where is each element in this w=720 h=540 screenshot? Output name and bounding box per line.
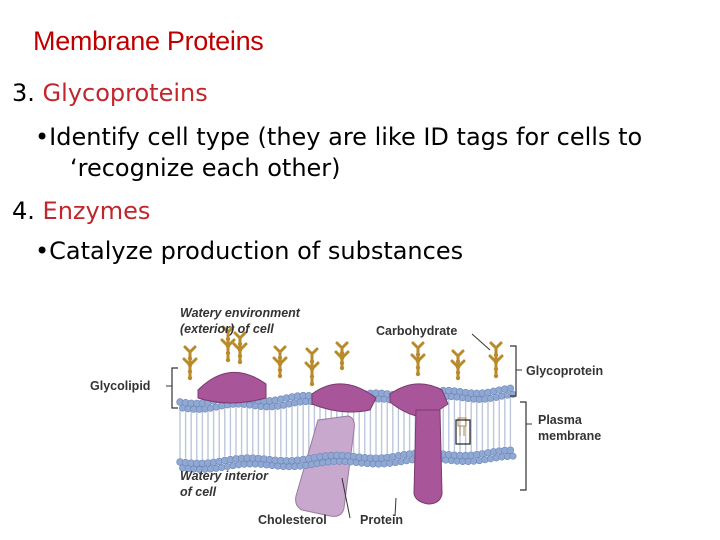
item-enzymes: 4. Enzymes — [12, 197, 150, 225]
slide-title: Membrane Proteins — [33, 26, 264, 56]
label-brackets — [171, 345, 527, 491]
cholesterol-molecule — [457, 417, 467, 436]
bullet-identify-cell-type: •Identify cell type (they are like ID ta… — [35, 123, 643, 151]
label-membrane: membrane — [538, 429, 601, 443]
item-number: 4. — [12, 197, 35, 225]
item-heading: Glycoproteins — [42, 79, 208, 107]
label-exterior-of-cell: (exterior) of cell — [180, 322, 274, 336]
label-watery-environment: Watery environment — [180, 306, 301, 320]
item-heading: Enzymes — [42, 197, 151, 225]
label-carbohydrate: Carbohydrate — [376, 324, 457, 338]
highlight-box — [455, 419, 471, 445]
leader-lines — [166, 333, 532, 519]
label-glycolipid: Glycolipid — [90, 379, 150, 393]
label-plasma: Plasma — [538, 413, 583, 427]
label-protein: Protein — [360, 513, 403, 527]
item-number: 3. — [12, 79, 35, 107]
channel-protein — [295, 415, 355, 517]
item-glycoproteins: 3. Glycoproteins — [12, 79, 208, 107]
membrane-diagram: Watery environment (exterior) of cell Ca… — [90, 306, 603, 527]
label-cholesterol: Cholesterol — [258, 513, 327, 527]
label-glycoprotein: Glycoprotein — [526, 364, 603, 378]
carbohydrate-chains — [182, 325, 504, 387]
label-of-cell: of cell — [180, 485, 217, 499]
bullet-catalyze: •Catalyze production of substances — [35, 237, 464, 265]
label-watery-interior: Watery interior — [180, 469, 269, 483]
integral-proteins — [197, 371, 449, 505]
bullet-continuation: ‘recognize each other) — [70, 154, 341, 182]
